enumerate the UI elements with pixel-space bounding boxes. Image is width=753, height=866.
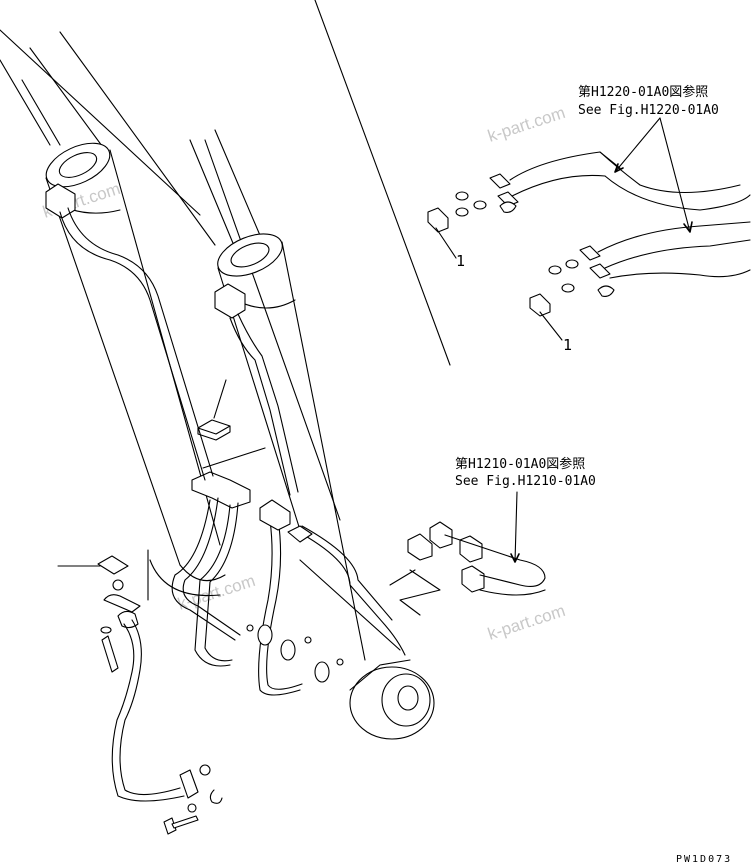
watermark-2: k-part.com	[485, 103, 567, 146]
callout-part-1-lower: 1	[563, 336, 572, 354]
reference-arrows	[510, 117, 693, 563]
hydraulic-tubes	[59, 207, 406, 696]
boom-outline	[0, 0, 451, 521]
ref-upper-jp: 第H1220-01A0図参照	[578, 84, 708, 100]
callout-leaders	[57, 227, 563, 567]
pipe-flanges	[246, 499, 344, 683]
cylinder-fittings	[45, 183, 266, 509]
ref-upper-en: See Fig.H1220-01A0	[578, 103, 719, 118]
ref-lower-en: See Fig.H1210-01A0	[455, 474, 596, 489]
ref-lower-jp: 第H1210-01A0図参照	[455, 456, 585, 472]
cylinder-foot	[299, 559, 435, 740]
drawing-code: PW1D073	[676, 854, 732, 865]
callout-part-1-upper: 1	[456, 252, 465, 270]
upper-right-fittings	[427, 151, 751, 317]
lower-right-fittings	[389, 521, 546, 616]
watermark-4: k-part.com	[485, 601, 567, 644]
left-hose-assembly	[97, 555, 223, 835]
right-boom-cylinder	[189, 129, 366, 661]
left-boom-cylinder	[0, 47, 226, 601]
